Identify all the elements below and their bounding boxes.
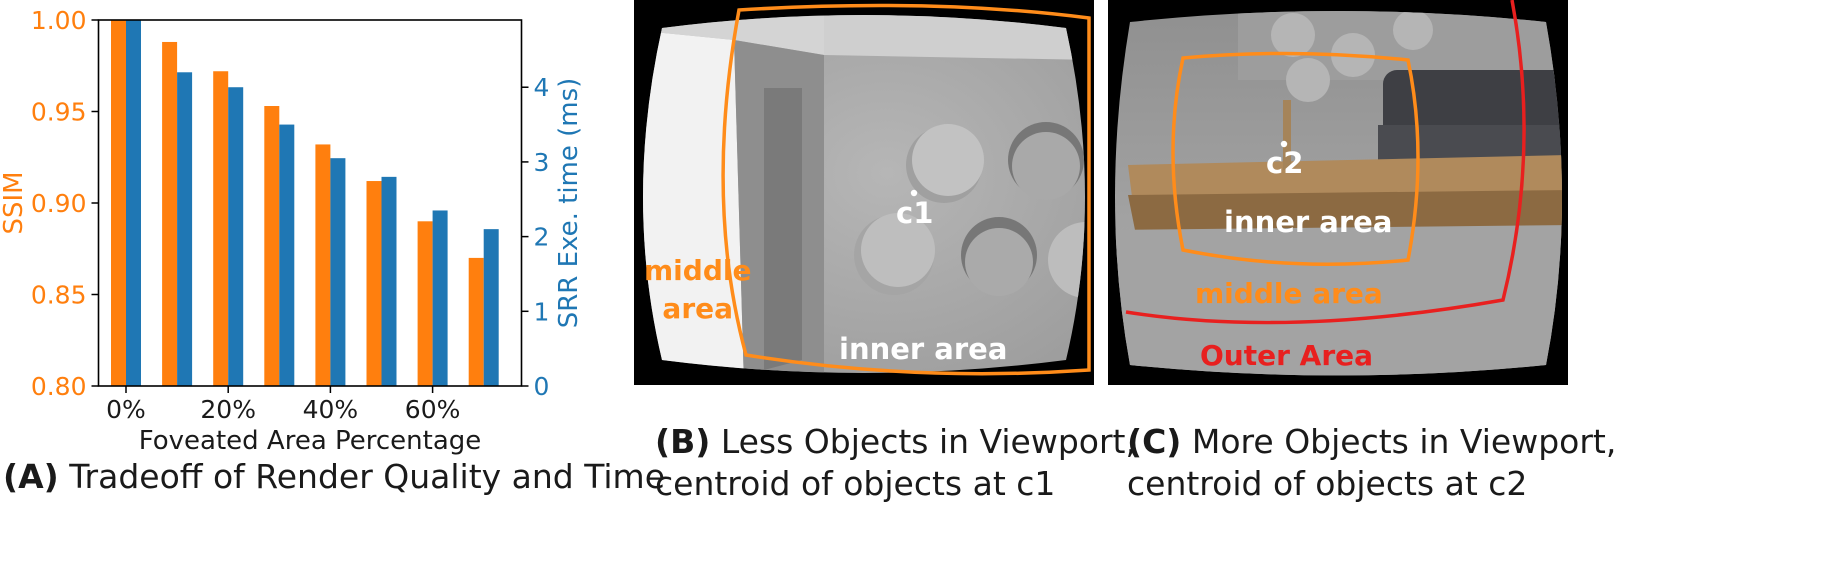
x-tick-label: 0%	[106, 395, 146, 424]
caption-c-tag: (C)	[1127, 422, 1182, 461]
srr-time-bar	[483, 229, 499, 386]
srr-time-bar	[381, 176, 397, 386]
srr-time-bar	[432, 210, 448, 386]
middle-area-line1: middle	[644, 254, 752, 287]
ssim-bar	[468, 257, 484, 386]
middle-area-label-c: middle area	[1195, 277, 1383, 310]
ssim-bar	[111, 20, 126, 386]
caption-b-tag: (B)	[655, 422, 711, 461]
ssim-bar	[366, 181, 382, 386]
y-left-tick-label: 1.00	[31, 6, 87, 35]
inner-area-label-c: inner area	[1224, 205, 1393, 239]
x-tick-label: 20%	[200, 395, 256, 424]
y-left-tick-label: 0.80	[31, 372, 87, 401]
viewport-b-image: c1 middle area inner area	[634, 0, 1094, 385]
caption-a-text: Tradeoff of Render Quality and Time	[69, 457, 665, 496]
caption-c: (C) More Objects in Viewport, centroid o…	[1127, 421, 1616, 505]
srr-time-bar	[228, 87, 244, 386]
caption-c-line2: centroid of objects at c2	[1127, 464, 1528, 503]
y-right-tick-label: 2	[534, 223, 550, 252]
y-right-tick-label: 0	[534, 372, 550, 401]
x-axis: 0% 20% 40% 60%	[106, 386, 460, 424]
ssim-bar	[264, 106, 280, 386]
x-tick-label: 60%	[405, 395, 461, 424]
centroid-c2-dot	[1280, 140, 1288, 148]
bars-layer	[111, 20, 499, 387]
caption-c-line1: More Objects in Viewport,	[1191, 422, 1617, 461]
caption-b: (B) Less Objects in Viewport, centroid o…	[655, 421, 1136, 505]
ssim-bar	[417, 221, 433, 386]
y-right-axis: 0 1 2 3 4	[521, 73, 550, 401]
ssim-bar	[162, 41, 178, 387]
middle-area-outline-c	[1171, 51, 1420, 266]
ssim-bar	[213, 71, 229, 387]
centroid-c2-label: c2	[1266, 146, 1304, 180]
centroid-c1-dot	[910, 189, 918, 197]
plot-frame	[97, 19, 523, 387]
srr-time-bar	[126, 20, 141, 386]
srr-time-bar	[177, 72, 193, 387]
y-right-tick-label: 1	[534, 297, 550, 326]
srr-time-bar	[330, 158, 346, 386]
caption-a: (A) Tradeoff of Render Quality and Time	[3, 456, 665, 498]
y-right-tick-label: 4	[534, 73, 550, 102]
y-right-tick-label: 3	[534, 148, 550, 177]
caption-b-line2: centroid of objects at c1	[655, 464, 1056, 503]
y-left-tick-label: 0.85	[31, 281, 87, 310]
inner-area-label-b: inner area	[839, 332, 1008, 366]
caption-b-line1: Less Objects in Viewport,	[720, 422, 1136, 461]
outer-area-outline-c	[1125, 0, 1526, 325]
y-left-axis: 0.80 0.85 0.90 0.95 1.00	[31, 6, 99, 401]
x-tick-label: 40%	[303, 395, 359, 424]
ssim-bar	[315, 144, 331, 386]
y-left-tick-label: 0.90	[31, 189, 87, 218]
outer-area-label-c: Outer Area	[1200, 339, 1374, 372]
middle-area-outline-b	[721, 3, 1091, 376]
middle-area-label-b: middle area	[644, 252, 751, 328]
centroid-c1-label: c1	[896, 196, 934, 230]
viewport-c-image: c2 inner area middle area Outer Area	[1108, 0, 1568, 385]
middle-area-line2: area	[662, 292, 734, 325]
tradeoff-chart: 0.80 0.85 0.90 0.95 1.00 0 1 2 3 4 0% 20% 40% 60% S…	[0, 6, 584, 456]
srr-time-bar	[279, 124, 295, 387]
x-axis-label: Foveated Area Percentage	[139, 426, 482, 456]
y-left-tick-label: 0.95	[31, 98, 87, 127]
caption-a-tag: (A)	[3, 457, 59, 496]
y-right-label: SRR Exe. time (ms)	[554, 78, 584, 329]
y-left-label: SSIM	[0, 171, 29, 234]
